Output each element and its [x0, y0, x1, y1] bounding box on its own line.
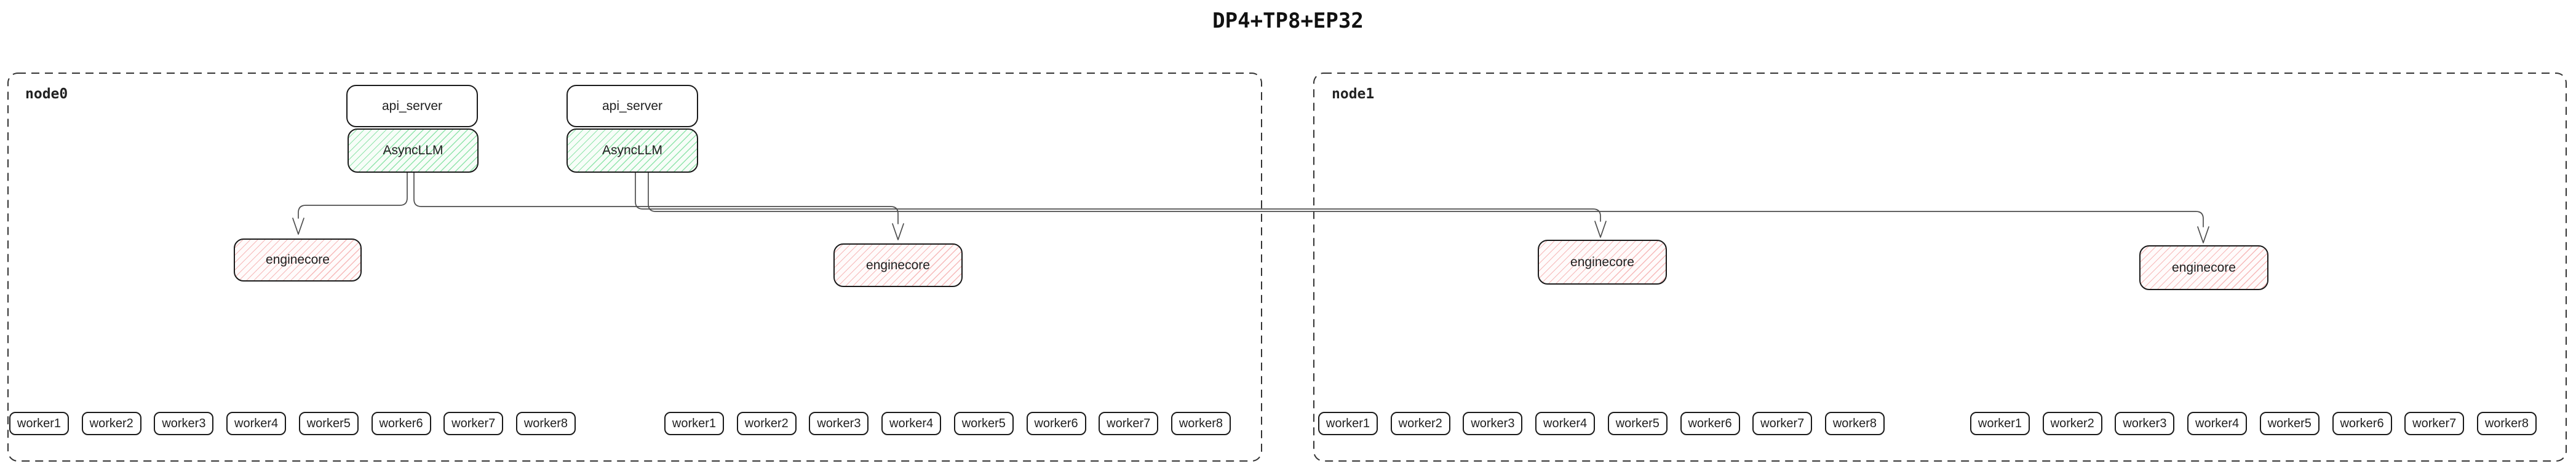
worker-box: worker4 — [2187, 412, 2248, 435]
worker-box: worker7 — [443, 412, 504, 435]
worker-box: worker2 — [81, 412, 141, 435]
worker-box: worker4 — [226, 412, 287, 435]
arrowhead-enginecore4 — [2197, 226, 2209, 243]
worker-box: worker1 — [664, 412, 724, 435]
worker-box: worker1 — [1970, 412, 2030, 435]
node1-boundary — [1313, 73, 2567, 462]
worker-box: worker8 — [1824, 412, 1885, 435]
worker-box: worker2 — [1390, 412, 1450, 435]
worker-box: worker6 — [1026, 412, 1086, 435]
worker-box: worker4 — [1535, 412, 1596, 435]
worker-box: worker3 — [2115, 412, 2175, 435]
worker-box: worker1 — [1318, 412, 1378, 435]
api-server-box-1: api_server — [346, 85, 478, 127]
enginecore-box-4: enginecore — [2139, 245, 2268, 290]
edge-asyncllm2-enginecore3 — [635, 172, 1601, 222]
node1-label: node1 — [1332, 86, 1375, 102]
worker-box: worker1 — [9, 412, 69, 435]
node1-worker-row-1: worker1 worker2 worker3 worker4 worker5 … — [1318, 412, 1885, 435]
edge-asyncllm2-enginecore4 — [648, 172, 2204, 227]
api-server-box-2: api_server — [566, 85, 698, 127]
edge-asyncllm1-enginecore2 — [413, 172, 899, 224]
worker-box: worker7 — [1099, 412, 1159, 435]
worker-box: worker5 — [2259, 412, 2320, 435]
arrowhead-enginecore3 — [1594, 221, 1607, 238]
worker-box: worker7 — [1752, 412, 1813, 435]
worker-box: worker5 — [1607, 412, 1668, 435]
worker-box: worker3 — [154, 412, 214, 435]
worker-box: worker6 — [371, 412, 431, 435]
asyncllm-box-1: AsyncLLM — [348, 128, 479, 173]
worker-box: worker2 — [736, 412, 797, 435]
node0-boundary — [7, 73, 1262, 462]
node1-worker-row-2: worker1 worker2 worker3 worker4 worker5 … — [1970, 412, 2537, 435]
worker-box: worker5 — [953, 412, 1014, 435]
arrowhead-enginecore1 — [292, 218, 304, 235]
enginecore-box-2: enginecore — [833, 243, 963, 287]
node0-worker-row-2: worker1 worker2 worker3 worker4 worker5 … — [664, 412, 1231, 435]
enginecore-box-1: enginecore — [234, 238, 362, 282]
worker-box: worker8 — [515, 412, 576, 435]
edge-asyncllm1-enginecore1 — [298, 172, 408, 219]
worker-box: worker2 — [2042, 412, 2102, 435]
enginecore-box-3: enginecore — [1538, 240, 1667, 285]
worker-box: worker3 — [1463, 412, 1523, 435]
worker-box: worker6 — [1680, 412, 1740, 435]
worker-box: worker6 — [2332, 412, 2392, 435]
node0-worker-row-1: worker1 worker2 worker3 worker4 worker5 … — [9, 412, 576, 435]
worker-box: worker3 — [809, 412, 869, 435]
worker-box: worker5 — [298, 412, 359, 435]
diagram-title: DP4+TP8+EP32 — [1212, 9, 1364, 33]
worker-box: worker7 — [2404, 412, 2465, 435]
worker-box: worker8 — [1171, 412, 1231, 435]
worker-box: worker8 — [2476, 412, 2537, 435]
asyncllm-box-2: AsyncLLM — [566, 128, 698, 173]
worker-box: worker4 — [881, 412, 942, 435]
arrowhead-enginecore2 — [892, 223, 904, 240]
node0-label: node0 — [25, 86, 68, 102]
